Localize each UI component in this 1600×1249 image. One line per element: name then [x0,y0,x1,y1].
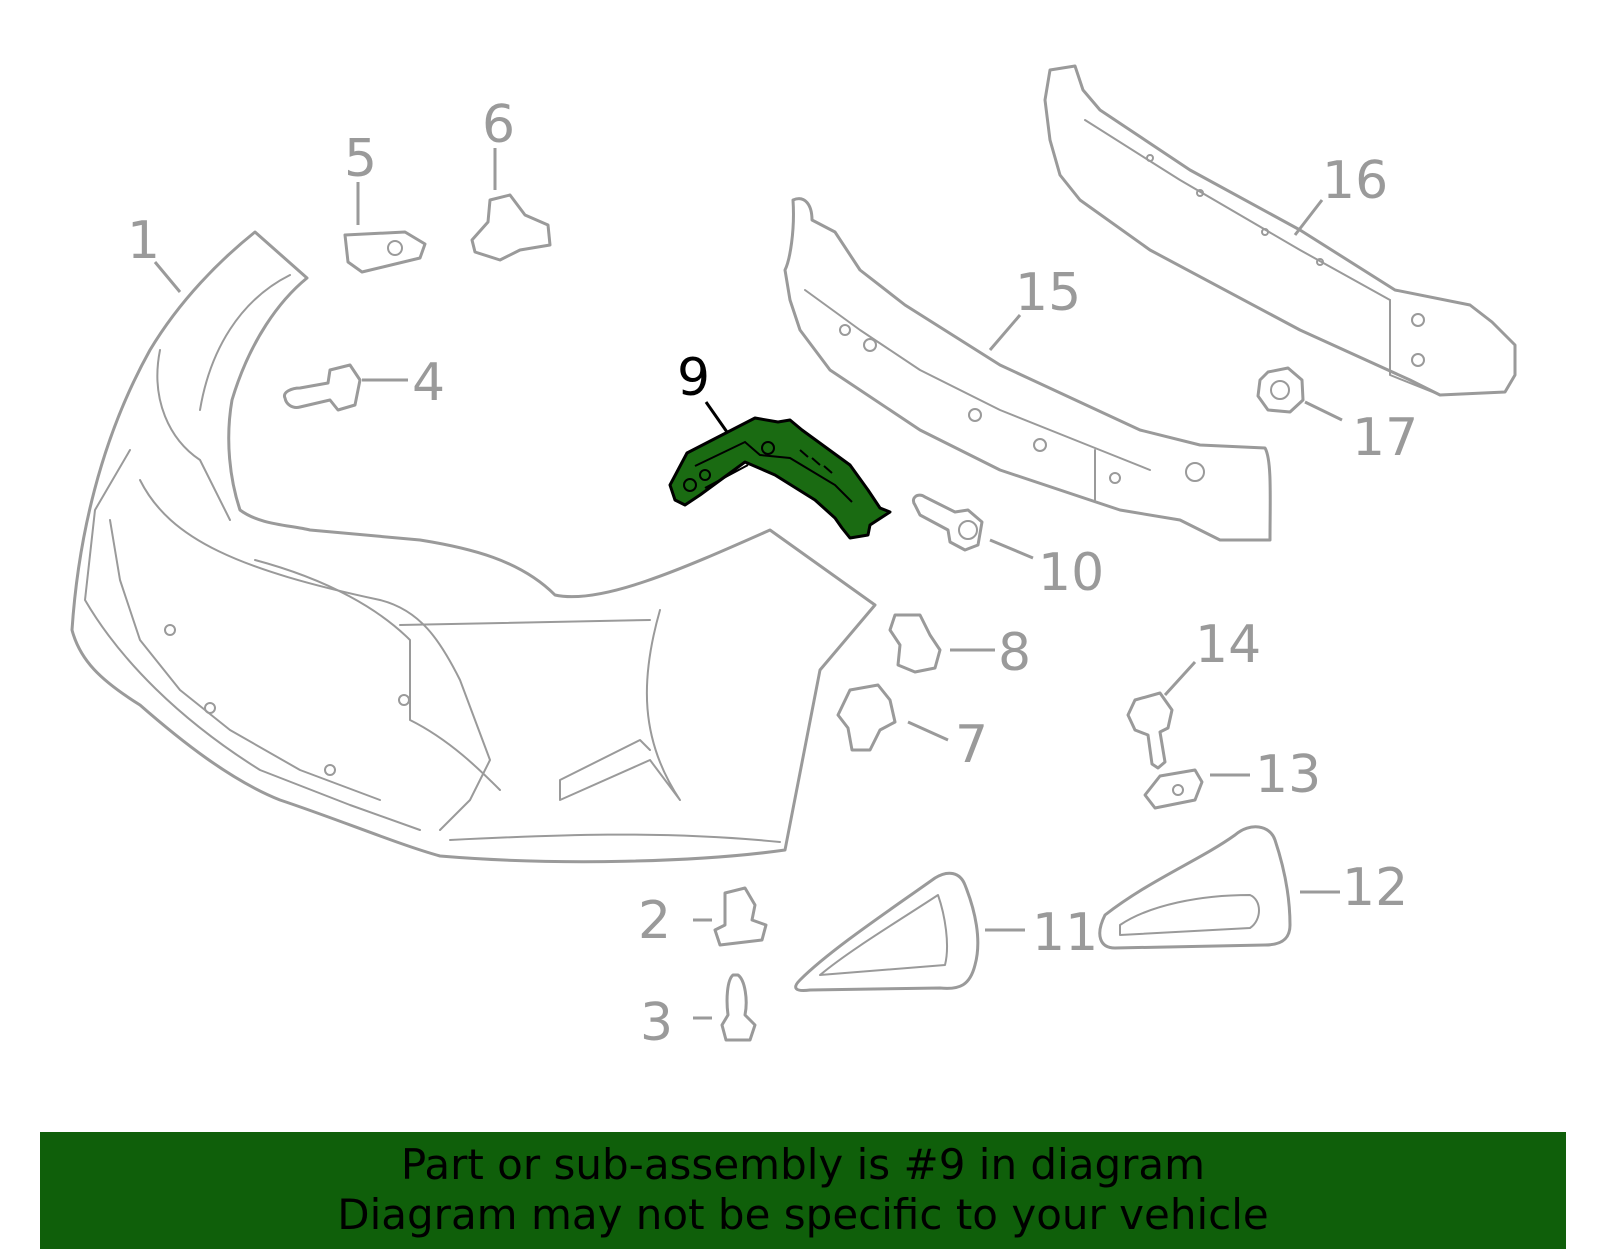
callout-6: 6 [482,95,515,155]
banner-line-1: Part or sub-assembly is #9 in diagram [400,1140,1206,1189]
callout-leader-9 [704,401,729,433]
part-3-screw[interactable] [720,973,757,1042]
callout-15: 15 [1015,263,1081,323]
callout-8: 8 [998,623,1031,683]
callout-leaders [153,148,1343,1020]
part-9-bracket-highlighted[interactable] [668,416,892,540]
part-5-retainer[interactable] [343,230,427,274]
part-11-bezel[interactable] [794,871,980,992]
part-4-bolt[interactable] [283,363,362,412]
part-6-bracket[interactable] [470,193,552,262]
callout-5: 5 [344,129,377,189]
callout-labels: 1 2 3 4 5 6 7 8 9 10 11 12 13 14 15 16 1… [127,95,1418,1053]
callout-17: 17 [1352,408,1418,468]
callout-7: 7 [955,715,988,775]
callout-13: 13 [1255,745,1321,805]
part-2-clip[interactable] [713,886,768,947]
callout-4: 4 [412,353,445,413]
callout-1: 1 [127,211,160,271]
callout-9: 9 [677,348,710,408]
part-1-bumper-cover[interactable] [70,230,877,864]
part-13-nut-clip[interactable] [1143,768,1204,810]
callout-11: 11 [1032,903,1098,963]
part-14-bolt[interactable] [1126,691,1174,770]
part-8-push-pin[interactable] [888,613,942,674]
callout-16: 16 [1322,151,1388,211]
callout-2: 2 [638,891,671,951]
part-15-absorber[interactable] [783,197,1272,542]
part-7-bracket[interactable] [836,683,897,752]
part-16-reinforcement[interactable] [1043,64,1517,397]
part-12-bezel[interactable] [1098,825,1292,950]
callout-10: 10 [1038,543,1104,603]
part-17-nut[interactable] [1256,366,1305,414]
callout-3: 3 [640,993,673,1053]
part-10-bolt[interactable] [911,493,984,552]
info-banner: Part or sub-assembly is #9 in diagram Di… [40,1132,1566,1249]
callout-12: 12 [1342,858,1408,918]
banner-line-2: Diagram may not be specific to your vehi… [337,1190,1269,1239]
callout-14: 14 [1195,615,1261,675]
